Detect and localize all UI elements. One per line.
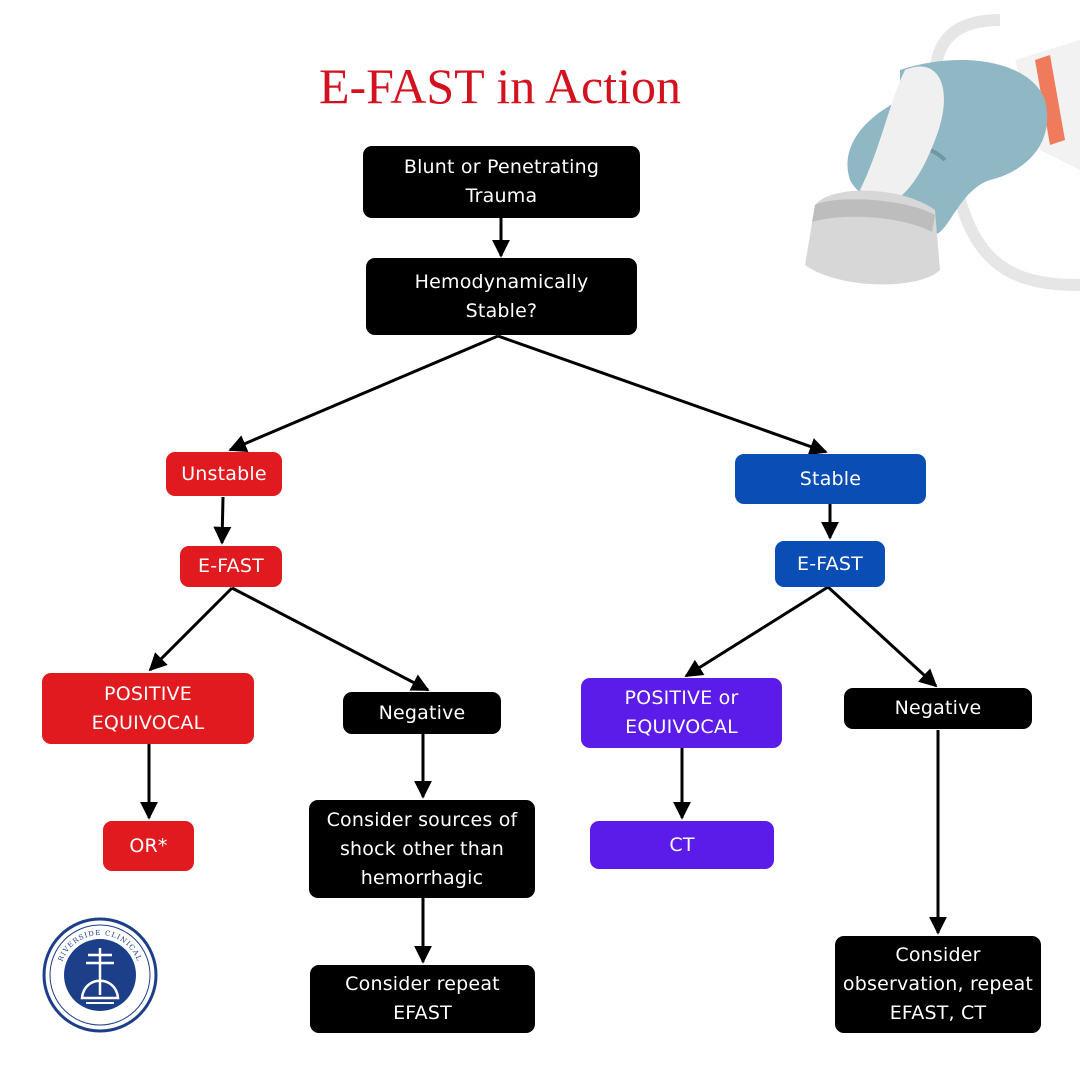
negative-right-node: Negative [844,688,1032,729]
or-node: OR* [103,821,194,871]
negative-left-node: Negative [343,692,501,734]
trauma-node: Blunt or Penetrating Trauma [363,146,640,218]
page-title: E-FAST in Action [318,58,682,114]
consider-repeat-node: Consider repeat EFAST [310,965,535,1033]
efast-right-node: E-FAST [775,541,885,587]
efast-left-node: E-FAST [180,546,282,587]
unstable-node: Unstable [166,452,282,496]
consider-observation-node: Consider observation, repeat EFAST, CT [835,936,1041,1033]
hemodynamically-stable-node: Hemodynamically Stable? [366,258,637,335]
ct-node: CT [590,821,774,869]
stable-node: Stable [735,454,926,504]
positive-equivocal-left-node: POSITIVE EQUIVOCAL [42,673,254,744]
positive-equivocal-right-node: POSITIVE or EQUIVOCAL [581,678,782,748]
consider-sources-node: Consider sources of shock other than hem… [309,800,535,898]
